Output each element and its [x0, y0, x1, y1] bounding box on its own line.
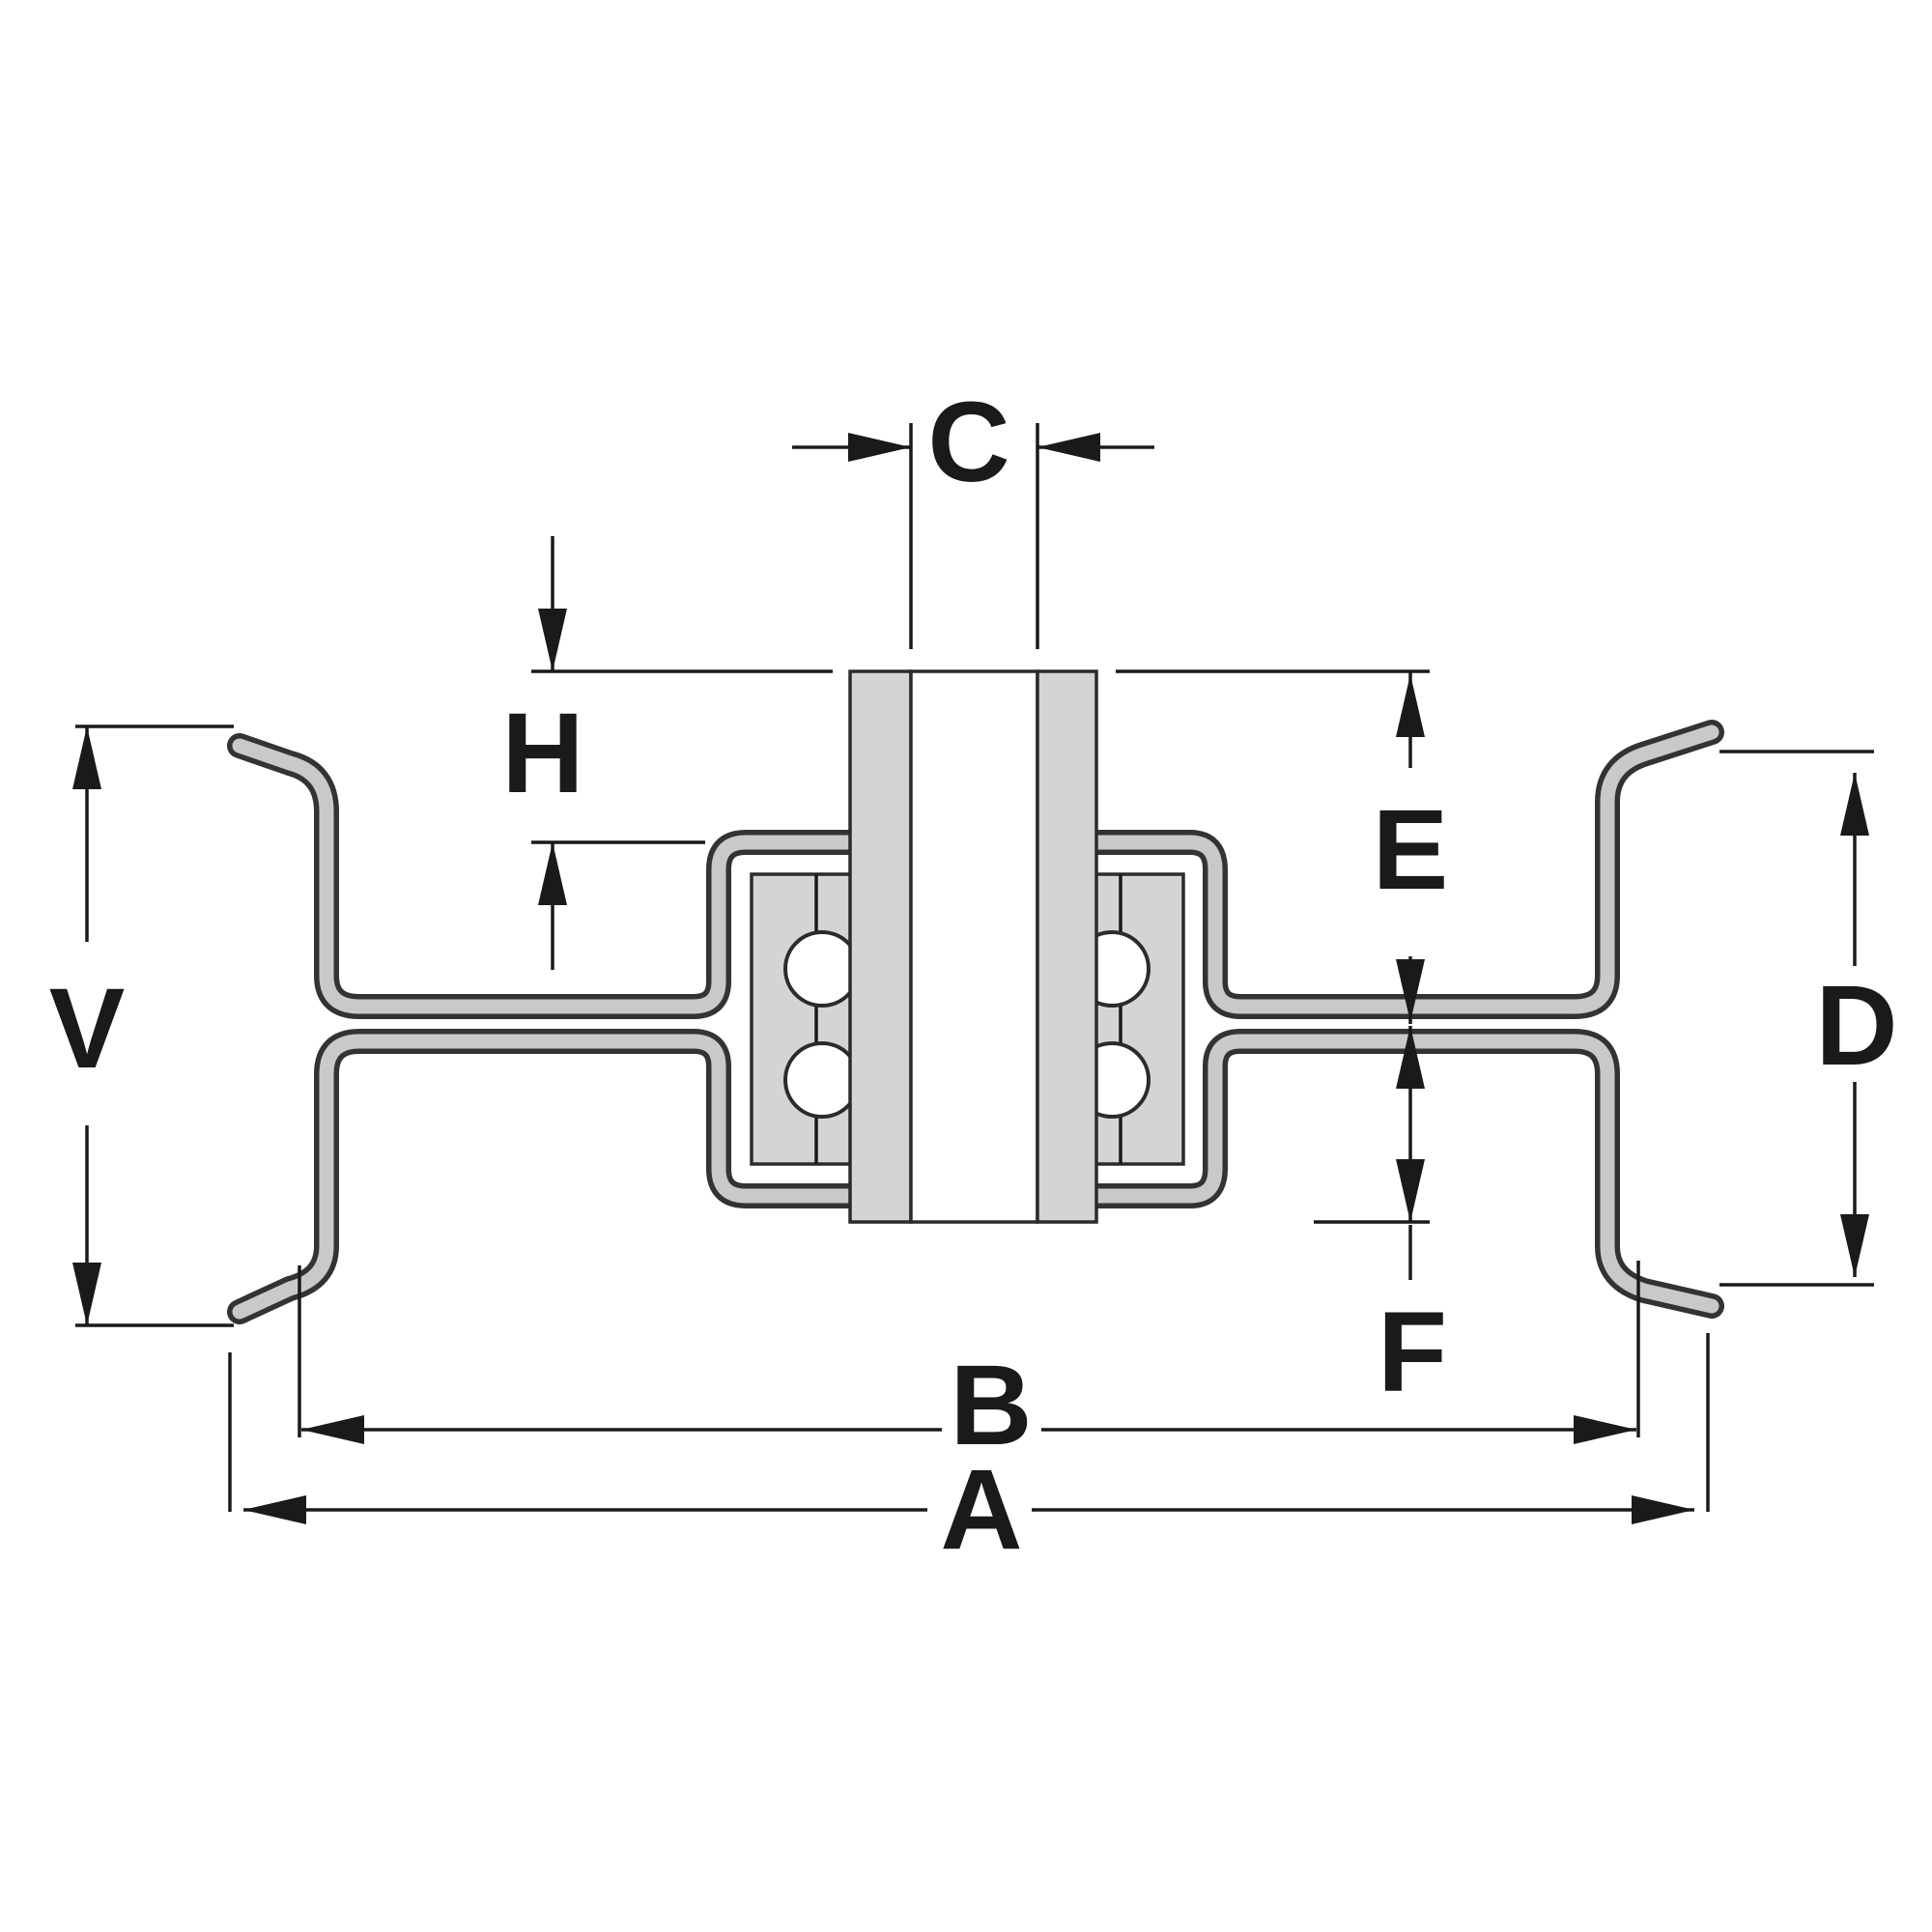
- dimension-e: E: [1116, 669, 1449, 1024]
- dimension-d: D: [1719, 750, 1898, 1287]
- dimension-f: F: [1314, 1026, 1447, 1416]
- bearing-ball-top-left: [783, 930, 861, 1008]
- label-b: B: [950, 1342, 1032, 1469]
- label-d: D: [1815, 962, 1897, 1090]
- dimension-b: B: [298, 1261, 1640, 1469]
- dimension-v: V: [49, 724, 234, 1327]
- hub-bore: [909, 669, 1039, 1224]
- center-hub: [848, 669, 1098, 1224]
- bearing-race-left: [750, 872, 855, 1166]
- label-h: H: [501, 690, 583, 817]
- dimension-h: H: [501, 536, 833, 970]
- label-v: V: [49, 965, 126, 1093]
- hub-wall-right: [1036, 669, 1098, 1224]
- hub-wall-left: [848, 669, 913, 1224]
- dimension-a: A: [228, 1333, 1710, 1574]
- label-f: F: [1378, 1289, 1447, 1416]
- label-a: A: [940, 1446, 1022, 1574]
- label-e: E: [1373, 786, 1449, 914]
- label-c: C: [927, 379, 1009, 506]
- bearing-ball-bottom-left: [783, 1041, 861, 1119]
- dimension-c: C: [792, 379, 1154, 649]
